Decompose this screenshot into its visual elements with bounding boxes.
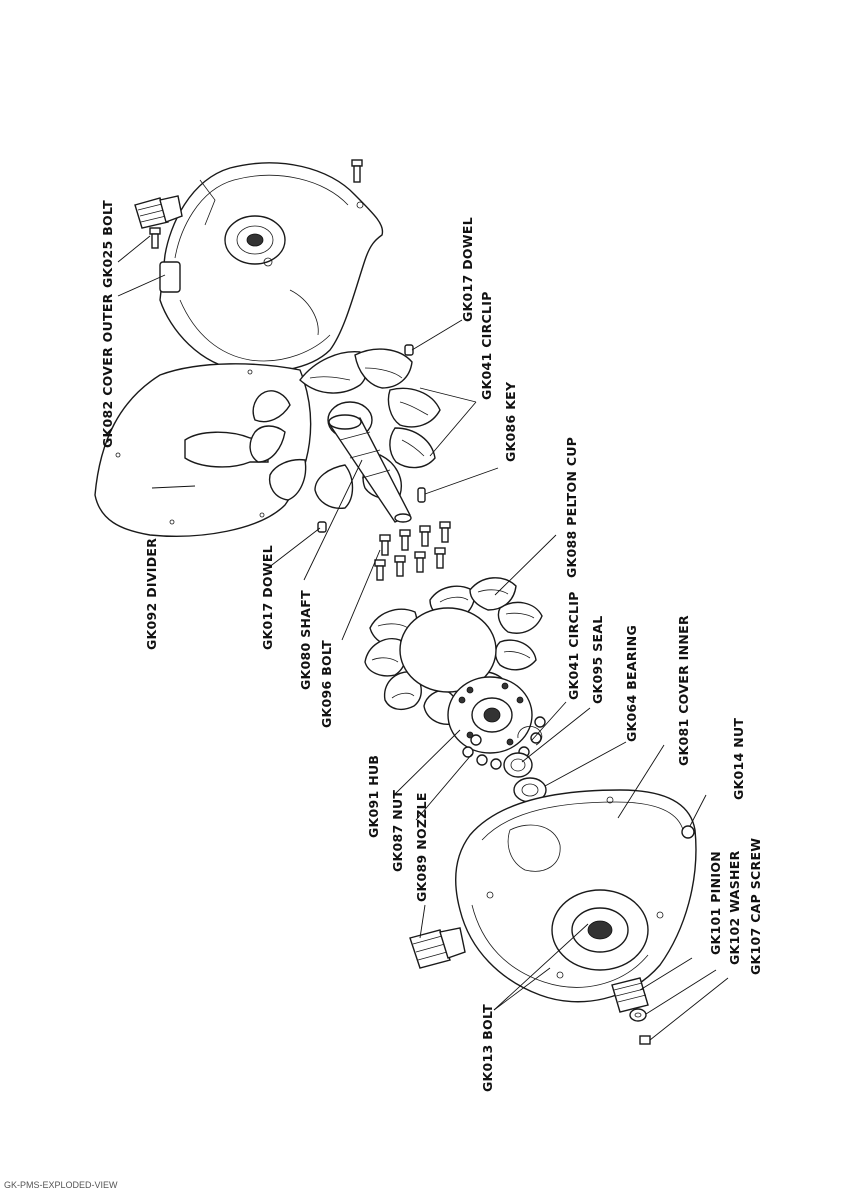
circlip-lower: [517, 726, 543, 746]
label-gk089: GK089 NOZZLE: [414, 792, 429, 902]
label-gk025: GK025 BOLT: [100, 200, 115, 288]
key: [417, 487, 426, 503]
label-gk017-top: GK017 DOWEL: [460, 217, 475, 322]
label-gk080: GK080 SHAFT: [298, 590, 313, 690]
dowel-lower: [317, 521, 327, 533]
label-gk041-lower: GK041 CIRCLIP: [566, 591, 581, 700]
label-gk082: GK082 COVER OUTER: [100, 293, 115, 448]
label-gk092: GK092 DIVIDER: [144, 538, 159, 650]
hub: [447, 676, 533, 754]
pinion: [611, 977, 649, 1013]
label-gk102: GK102 WASHER: [727, 850, 742, 965]
cover-outer: [159, 162, 384, 373]
label-gk064: GK064 BEARING: [624, 625, 639, 742]
seal: [503, 752, 533, 778]
label-gk101: GK101 PINION: [708, 851, 723, 955]
label-gk041-top: GK041 CIRCLIP: [479, 291, 494, 400]
bolt-gk025: [149, 227, 161, 249]
dowel-top: [404, 344, 414, 356]
washer: [629, 1008, 647, 1022]
label-gk086: GK086 KEY: [503, 381, 518, 462]
cap-screw: [639, 1035, 651, 1045]
label-gk091: GK091 HUB: [366, 755, 381, 838]
label-gk081: GK081 COVER INNER: [676, 615, 691, 766]
label-gk096: GK096 BOLT: [319, 640, 334, 728]
leader-lines: [117, 235, 729, 1041]
label-gk013: GK013 BOLT: [480, 1004, 495, 1092]
runner-upper: [249, 348, 441, 509]
nozzle-lower: [409, 927, 466, 969]
page-footer: GK-PMS-EXPLODED-VIEW: [4, 1180, 118, 1190]
bolt-top-right: [351, 159, 363, 183]
label-gk088: GK088 PELTON CUP: [564, 437, 579, 578]
label-gk087: GK087 NUT: [390, 790, 405, 872]
shaft: [328, 414, 412, 523]
labels: GK025 BOLT GK082 COVER OUTER GK017 DOWEL…: [100, 200, 763, 1092]
nuts-gk087: [462, 716, 546, 770]
label-gk014: GK014 NUT: [731, 718, 746, 800]
nozzle-top: [134, 195, 183, 229]
label-gk107: GK107 CAP SCREW: [748, 838, 763, 975]
cover-inner: [455, 789, 697, 1003]
label-gk095: GK095 SEAL: [590, 615, 605, 704]
nut-gk014: [681, 825, 695, 839]
bolts-gk096: [374, 521, 451, 581]
label-gk017-lower: GK017 DOWEL: [260, 545, 275, 650]
